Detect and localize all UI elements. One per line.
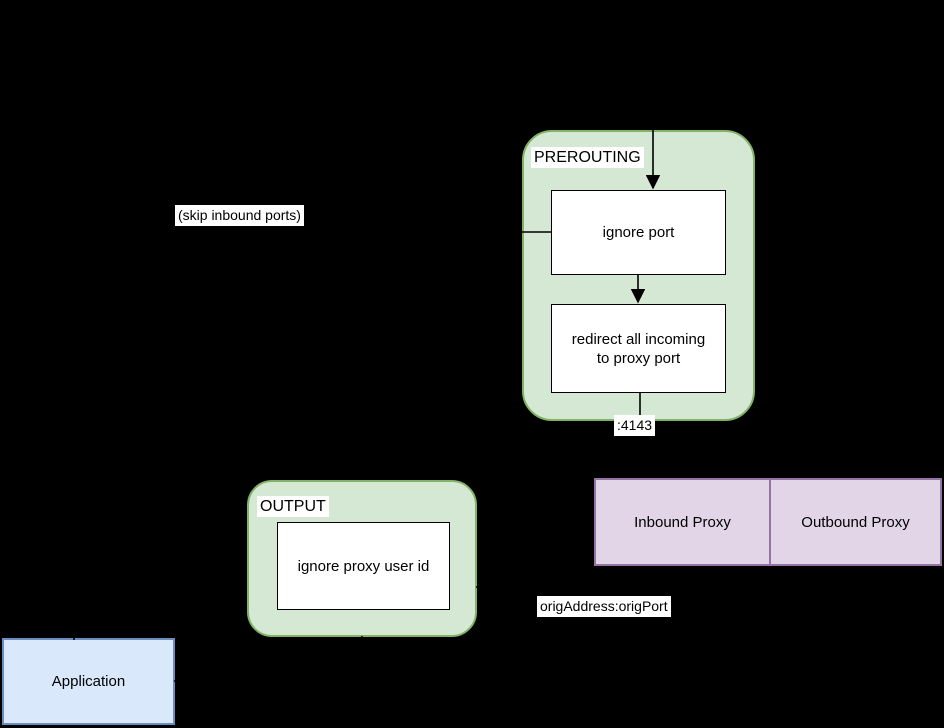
rule-ignore-proxy-user-id-label: ignore proxy user id [297, 557, 430, 575]
outbound-proxy-label: Outbound Proxy [801, 513, 910, 531]
orig-address-label: origAddress:origPort [537, 596, 671, 617]
rule-ignore-port-label: ignore port [602, 224, 675, 241]
rule-ignore-port: ignore port [551, 190, 726, 275]
rule-redirect-incoming-label: redirect all incoming to proxy port [571, 330, 706, 367]
rule-redirect-incoming: redirect all incoming to proxy port [551, 304, 726, 393]
prerouting-chain-label: PREROUTING [531, 147, 644, 168]
inbound-proxy-box: Inbound Proxy [594, 478, 771, 566]
proxy-port-label: :4143 [614, 415, 656, 436]
inbound-proxy-label: Inbound Proxy [634, 513, 731, 531]
skip-inbound-ports-label: (skip inbound ports) [175, 205, 304, 226]
rule-ignore-proxy-user-id: ignore proxy user id [277, 522, 450, 610]
application-label: Application [51, 673, 126, 690]
output-chain-label: OUTPUT [257, 496, 329, 517]
outbound-proxy-box: Outbound Proxy [769, 478, 942, 566]
application-box: Application [2, 638, 175, 725]
